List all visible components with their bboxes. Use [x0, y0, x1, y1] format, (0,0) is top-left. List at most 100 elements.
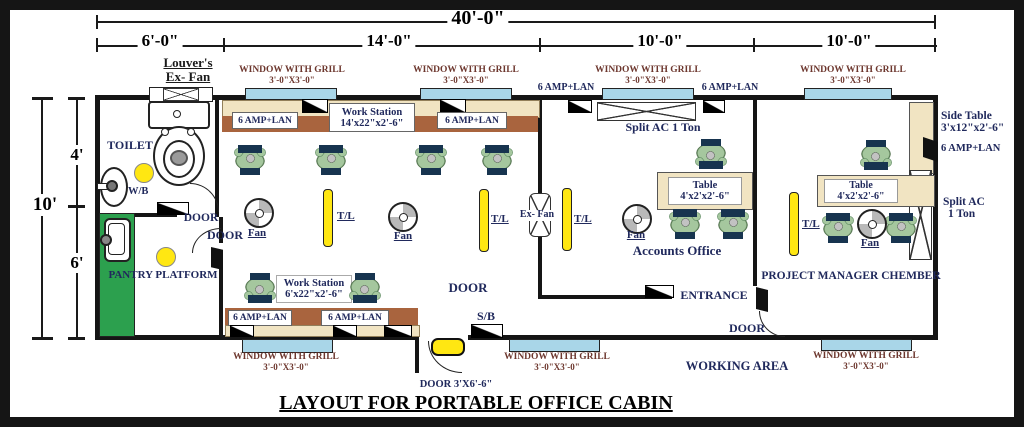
chair — [695, 139, 727, 169]
toilet-flush-knob — [173, 110, 181, 118]
dim-tick — [96, 38, 98, 52]
wall-bottom-left — [95, 335, 418, 340]
wall-right — [933, 95, 938, 340]
fan-label: Fan — [626, 229, 646, 241]
dim-line-segments — [97, 45, 937, 47]
dim-tick — [223, 38, 225, 52]
socket-flag-icon — [568, 100, 592, 113]
fan-label: Fan — [860, 237, 880, 249]
dim-tick — [68, 337, 85, 340]
toilet-hinge — [161, 128, 169, 136]
dim-seg-1: 6'-0" — [137, 31, 183, 51]
entrance-door-leaf — [645, 285, 674, 298]
wall-toilet-bottom — [95, 213, 177, 217]
wall-pantry-upper — [219, 217, 223, 243]
chair — [717, 209, 749, 239]
chair — [860, 140, 892, 170]
dim-tick — [934, 15, 936, 29]
wall-toilet-right — [215, 95, 219, 217]
tube-light-label: T/L — [337, 210, 355, 222]
tube-light — [323, 189, 333, 247]
chair — [669, 209, 701, 239]
chair — [885, 213, 917, 243]
wall-accounts-lower — [538, 237, 542, 298]
tube-light-label: T/L — [491, 213, 509, 225]
socket-label: 6 AMP+LAN — [228, 310, 292, 326]
toilet-drain — [170, 150, 188, 166]
chair — [481, 145, 513, 175]
chair — [315, 145, 347, 175]
wall-bottom-right — [468, 335, 938, 340]
wall-pantry-lower — [219, 268, 223, 337]
ceiling-fan-icon — [622, 204, 652, 234]
toilet-hinge — [187, 128, 195, 136]
ceiling-light — [156, 247, 176, 267]
pantry-door-label: DOOR — [207, 228, 243, 242]
window-with-grill — [245, 88, 337, 100]
chamber-door-leaf — [756, 287, 768, 312]
dim-seg-2: 14'-0" — [362, 31, 416, 51]
dim-seg-4: 10'-0" — [822, 31, 876, 51]
dim-tick — [32, 97, 53, 100]
entrance-label: ENTRANCE — [680, 288, 748, 302]
socket-flag-icon — [230, 325, 254, 337]
dim-tick — [68, 205, 85, 208]
window-with-grill — [509, 339, 600, 352]
toilet-door-leaf — [157, 202, 189, 215]
toilet-door-label: DOOR — [183, 212, 219, 224]
side-table — [909, 102, 934, 174]
socket-label: 6 AMP+LAN — [701, 82, 759, 93]
wall-accounts-upper — [538, 95, 542, 193]
socket-flag-icon — [333, 325, 357, 337]
tube-light — [789, 192, 799, 256]
dim-line-height-segments — [76, 98, 78, 339]
wall-top — [95, 95, 938, 100]
dim-line-overall — [97, 21, 936, 23]
socket-flag-icon — [440, 99, 466, 113]
window-with-grill — [804, 88, 892, 100]
main-door-size-label: DOOR 3'X6'-6" — [419, 379, 493, 390]
dim-hseg-2: 6' — [68, 253, 86, 273]
ceiling-fan-icon — [388, 202, 418, 232]
socket-flag-icon — [923, 137, 938, 162]
dim-tick — [96, 15, 98, 29]
accounts-office-label: Accounts Office — [632, 243, 722, 258]
working-area-label: WORKING AREA — [685, 359, 789, 373]
dim-tick — [539, 38, 541, 52]
toilet-label: TOILET — [107, 138, 153, 152]
socket-label: 6 AMP+LAN — [941, 143, 1001, 154]
pm-chamber-label: PROJECT MANAGER CHEMBER — [761, 270, 941, 282]
wash-basin-label: W/B — [128, 186, 149, 197]
chair — [349, 273, 381, 303]
dim-tick — [32, 337, 53, 340]
wall-left — [95, 95, 100, 340]
tube-light — [562, 188, 572, 251]
socket-label: 6 AMP+LAN — [321, 310, 389, 326]
chair — [244, 273, 276, 303]
ceiling-fan-icon — [857, 209, 887, 239]
socket-flag-icon — [302, 99, 328, 113]
door-jamb — [415, 335, 419, 373]
switch-board-icon — [471, 324, 503, 338]
dim-hseg-1: 4' — [68, 145, 86, 165]
ceiling-fan-icon — [244, 198, 274, 228]
window-with-grill — [602, 88, 694, 100]
socket-flag-icon — [384, 325, 412, 337]
window-with-grill — [821, 339, 912, 351]
main-door-label: DOOR — [448, 280, 488, 295]
page-title: LAYOUT FOR PORTABLE OFFICE CABIN — [279, 392, 673, 414]
basin-drain — [106, 180, 118, 192]
pantry-tap — [100, 234, 112, 246]
